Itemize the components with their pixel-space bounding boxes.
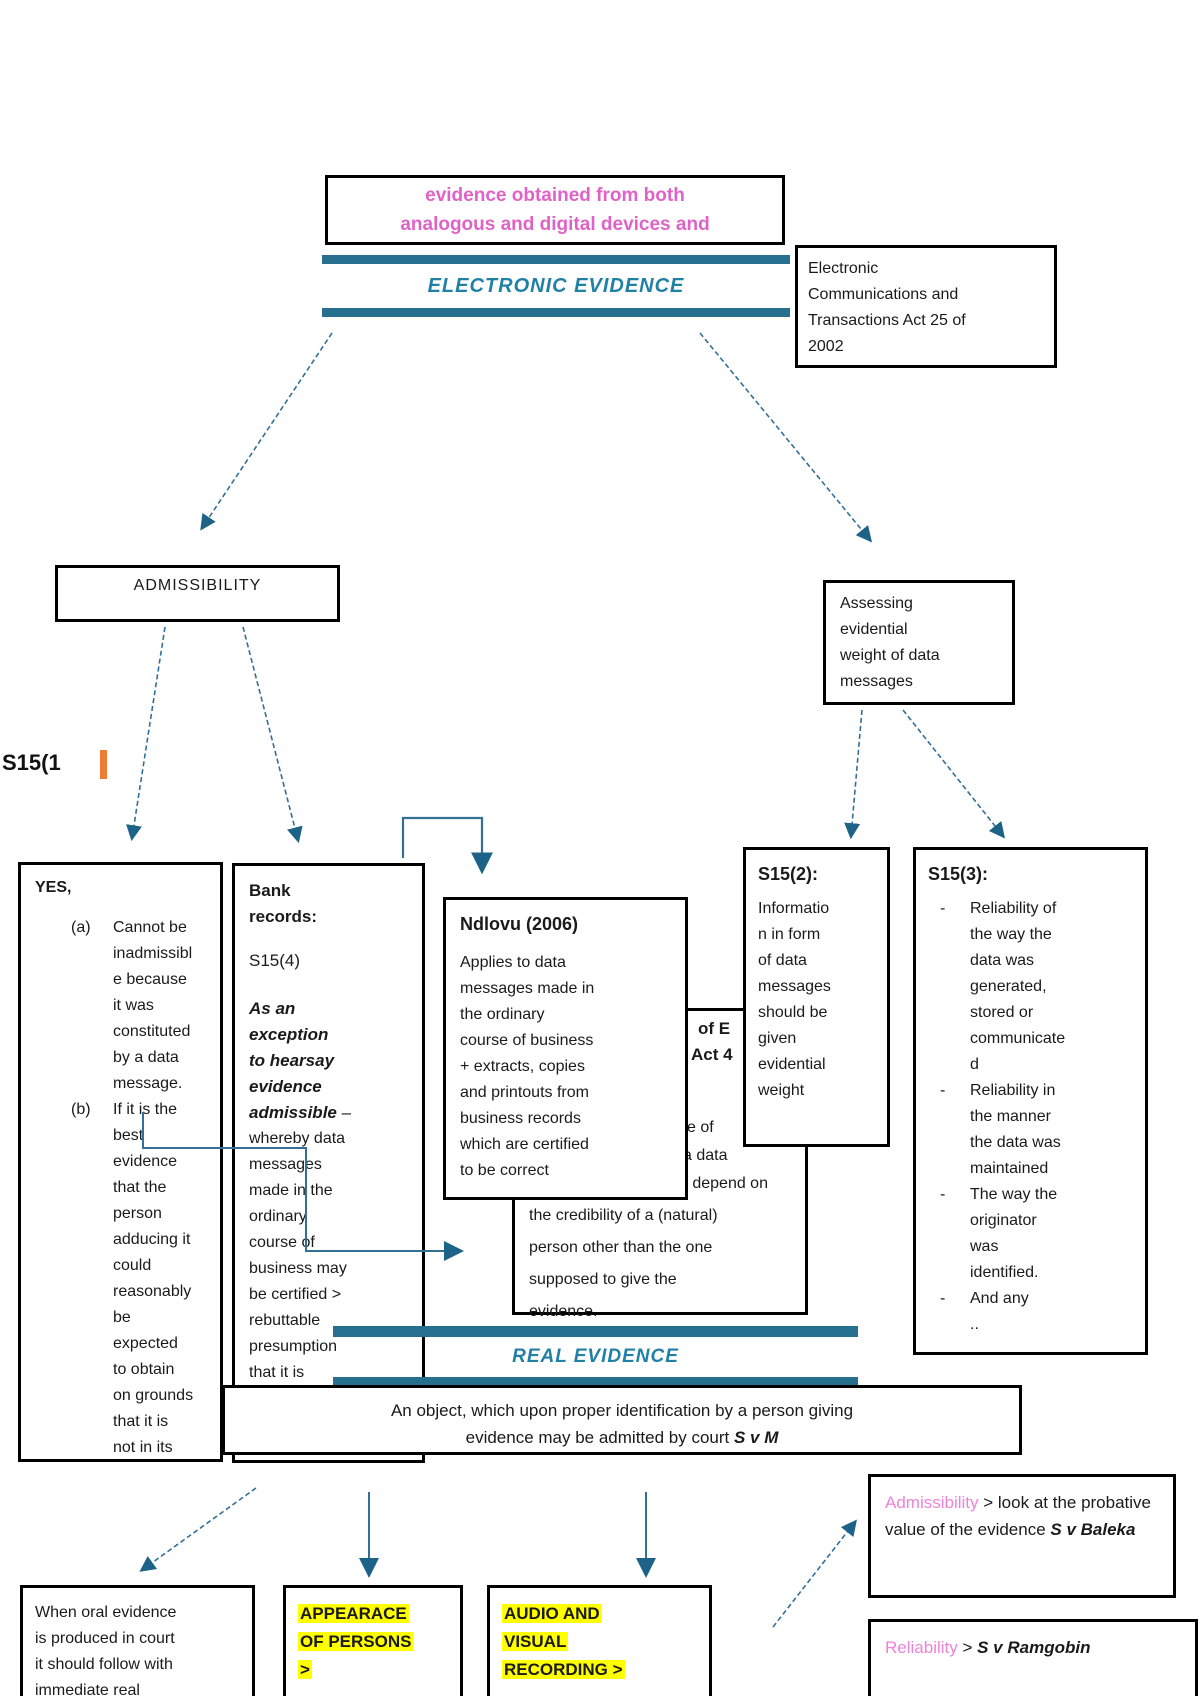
reliability-note-text: > xyxy=(957,1638,978,1657)
hidden-fragment: a data xyxy=(683,1147,728,1164)
bank-records-emphasis-last: admissible – xyxy=(249,1103,352,1122)
hidden-fragment: Act 4 xyxy=(691,1045,733,1064)
hidden-fragment: e of xyxy=(687,1119,714,1136)
definition-line-2: evidence may be admitted by court S v M xyxy=(465,1428,779,1447)
hidden-fragment: of E xyxy=(698,1019,731,1038)
admissibility-note-lead: Admissibility xyxy=(885,1493,979,1512)
section-title-electronic-evidence: ELECTRONIC EVIDENCE xyxy=(427,274,685,297)
admissibility-note-box[interactable]: Admissibility > look at the probative va… xyxy=(868,1474,1176,1598)
hidden-fragment: evidence. xyxy=(529,1303,598,1320)
definition-line-1: An object, which upon proper identificat… xyxy=(390,1401,854,1420)
reliability-note-lead: Reliability xyxy=(885,1638,958,1657)
appearance-body: The xyxy=(298,1692,452,1696)
dash-bullet: - xyxy=(940,1082,946,1099)
dash-bullet: - xyxy=(940,900,946,917)
yes-item-b-label: (b) xyxy=(71,1101,91,1118)
real-evidence-divider-bottom xyxy=(333,1377,858,1386)
hidden-fragment: supposed to give the xyxy=(529,1271,677,1288)
hidden-fragment: the credibility of a (natural) xyxy=(529,1207,718,1224)
s15-4-label: S15(4) xyxy=(249,951,301,970)
title-divider-top xyxy=(322,255,790,264)
dash-bullet: - xyxy=(940,1290,946,1307)
admissibility-box[interactable]: ADMISSIBILITY xyxy=(55,565,340,622)
s15-3-title: S15(3): xyxy=(928,864,989,884)
case-s-v-m: S v M xyxy=(733,1428,779,1447)
ndlovu-title: Ndlovu (2006) xyxy=(460,914,579,934)
yes-heading: YES, xyxy=(35,879,72,896)
real-evidence-divider-top xyxy=(333,1326,858,1337)
admissibility-label: ADMISSIBILITY xyxy=(133,577,262,594)
recording-body: Photographs, fil xyxy=(502,1692,701,1696)
case-s-v-baleka: S v Baleka xyxy=(1050,1520,1136,1539)
admissibility-note-text: > look at the probative value of the evi… xyxy=(885,1493,1152,1539)
section-title-real-evidence: REAL EVIDENCE xyxy=(512,1346,679,1367)
s15-1-label: S15(1 xyxy=(2,750,61,775)
hidden-fragment: person other than the one xyxy=(529,1239,713,1256)
real-evidence-definition-box[interactable]: An object, which upon proper identificat… xyxy=(222,1385,1022,1455)
hidden-fragment: d depend on xyxy=(679,1175,768,1192)
dash-bullet: - xyxy=(940,1186,946,1203)
reliability-note-box[interactable]: Reliability > S v Ramgobin xyxy=(868,1619,1198,1696)
title-divider-bottom xyxy=(322,308,790,317)
text-cursor xyxy=(100,750,107,779)
s15-3-item-text: And any.. xyxy=(970,1290,1029,1333)
case-s-v-ramgobin: S v Ramgobin xyxy=(977,1638,1091,1657)
yes-item-a-label: (a) xyxy=(71,919,91,936)
s15-2-title: S15(2): xyxy=(758,864,819,884)
s15-3-item: - And any.. xyxy=(928,1286,1139,1338)
